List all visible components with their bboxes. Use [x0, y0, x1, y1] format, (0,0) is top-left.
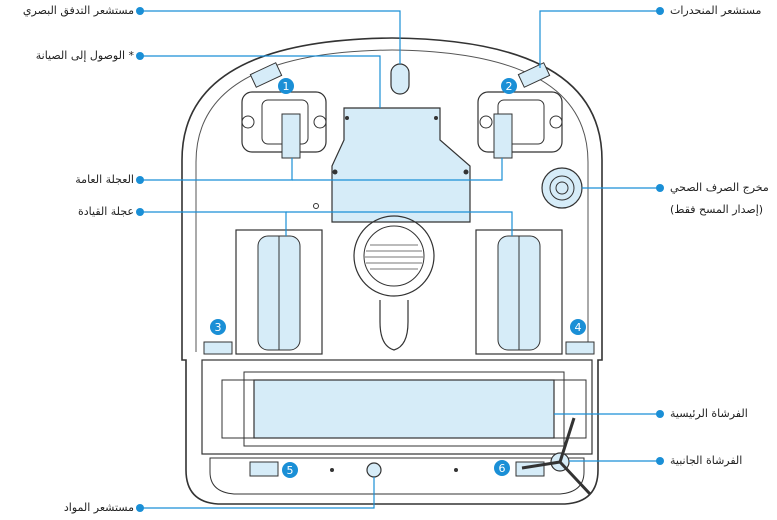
label-optical-flow-sensor: مستشعر التدفق البصري: [22, 4, 134, 17]
fan-grille: [353, 215, 435, 351]
leader-optical-flow: [140, 10, 401, 64]
cliff-sensor-1-shape: [249, 62, 283, 88]
maintenance-panel-shape: [331, 107, 471, 223]
leader-maintenance: [140, 55, 381, 108]
marker-6: 6: [499, 462, 506, 475]
side-sensor-3-shape: [203, 341, 233, 355]
leader-drive-wheel-2: [286, 211, 513, 236]
robot-body-outline: [181, 37, 603, 505]
label-drain-outlet-note: (إصدار المسح فقط): [670, 203, 764, 216]
main-brush-shape: [253, 379, 555, 439]
dot-drive-wheel: [136, 208, 144, 216]
marker-1: 1: [283, 80, 290, 93]
drain-outlet-shape: [541, 167, 583, 209]
label-maintenance-access: * الوصول إلى الصيانة: [35, 49, 134, 62]
universal-wheel-right: [477, 91, 563, 159]
drive-wheel-left: [235, 229, 323, 355]
dot-maintenance: [136, 52, 144, 60]
dot-cliff: [656, 7, 664, 15]
leader-drive-wheel: [140, 211, 287, 236]
side-sensor-4-shape: [565, 341, 595, 355]
label-cliff-sensor: مستشعر المنحدرات: [670, 4, 762, 17]
dot-universal-wheel: [136, 176, 144, 184]
dot-drain: [656, 184, 664, 192]
leader-universal-wheel-2: [292, 158, 503, 181]
dot-material: [136, 504, 144, 512]
side-brush-shape: [521, 417, 592, 496]
bottom-sensor-5-shape: [249, 461, 279, 477]
optical-flow-sensor-shape: [390, 63, 410, 95]
label-universal-wheel: العجلة العامة: [75, 173, 134, 186]
label-drain-outlet: مخرج الصرف الصحي: [670, 181, 769, 194]
dot-side-brush: [656, 457, 664, 465]
material-sensor-shape: [366, 462, 382, 478]
dot-optical-flow: [136, 7, 144, 15]
marker-2: 2: [506, 80, 513, 93]
label-material-sensor: مستشعر المواد: [63, 501, 134, 514]
label-side-brush: الفرشاة الجانبية: [670, 454, 743, 467]
marker-3: 3: [215, 321, 222, 334]
marker-5: 5: [287, 464, 294, 477]
universal-wheel-left: [241, 91, 327, 159]
leader-cliff: [539, 10, 660, 68]
leader-material: [140, 477, 375, 509]
label-main-brush: الفرشاة الرئيسية: [670, 407, 748, 420]
leader-universal-wheel: [140, 158, 293, 181]
label-drive-wheel: عجلة القيادة: [77, 205, 134, 218]
robot-body-inner-outline: [195, 49, 589, 352]
dot-main-brush: [656, 410, 664, 418]
main-brush-bay: [201, 359, 593, 455]
cliff-sensor-2-shape: [517, 62, 551, 88]
marker-4: 4: [575, 321, 582, 334]
drive-wheel-right: [475, 229, 563, 355]
